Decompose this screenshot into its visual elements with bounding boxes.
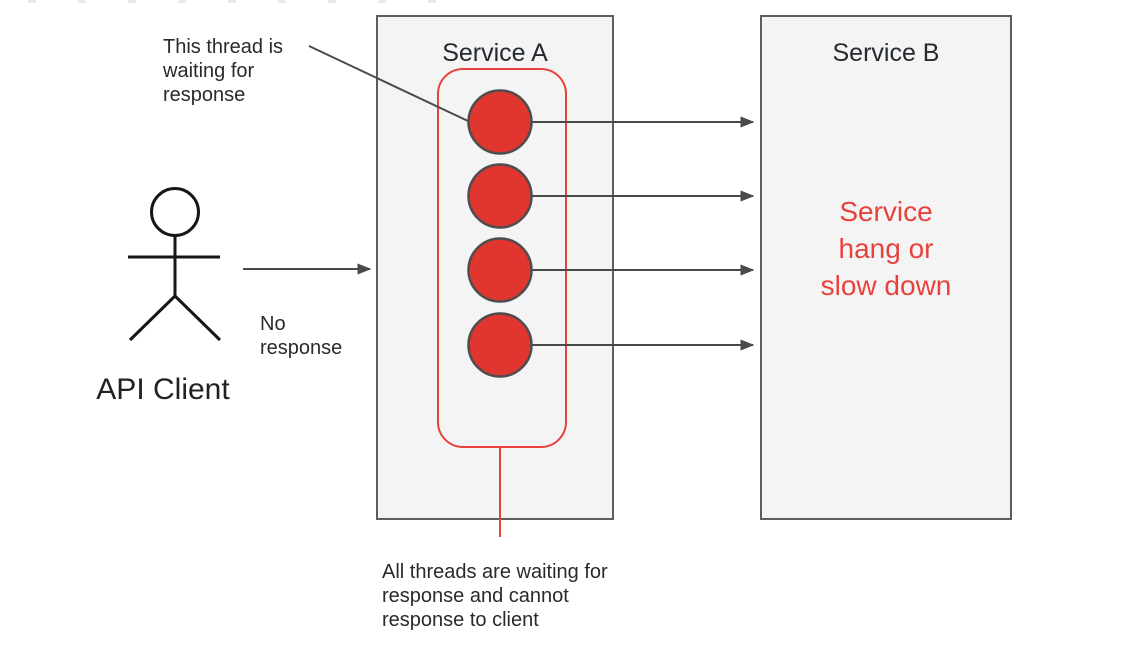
annotation-no-response: No response [260, 313, 343, 359]
annotation-all-threads: All threads are waiting for response and… [382, 561, 608, 631]
top-edge-artifacts [28, 0, 478, 3]
service-b-box: Service B Service hang or slow down [760, 15, 1012, 520]
thread-pool-outline [437, 68, 567, 448]
service-b-status-text: Service hang or slow down [820, 196, 952, 301]
service-a-label: Service A [442, 39, 548, 67]
figure-leg-right [173, 294, 222, 342]
service-b-label: Service B [832, 39, 940, 67]
figure-leg-left [128, 294, 177, 342]
api-client-label: API Client [96, 373, 230, 406]
figure-head [150, 187, 200, 237]
stick-figure-icon [128, 187, 222, 342]
annotation-thread-waiting: This thread is waiting for response [163, 36, 284, 106]
